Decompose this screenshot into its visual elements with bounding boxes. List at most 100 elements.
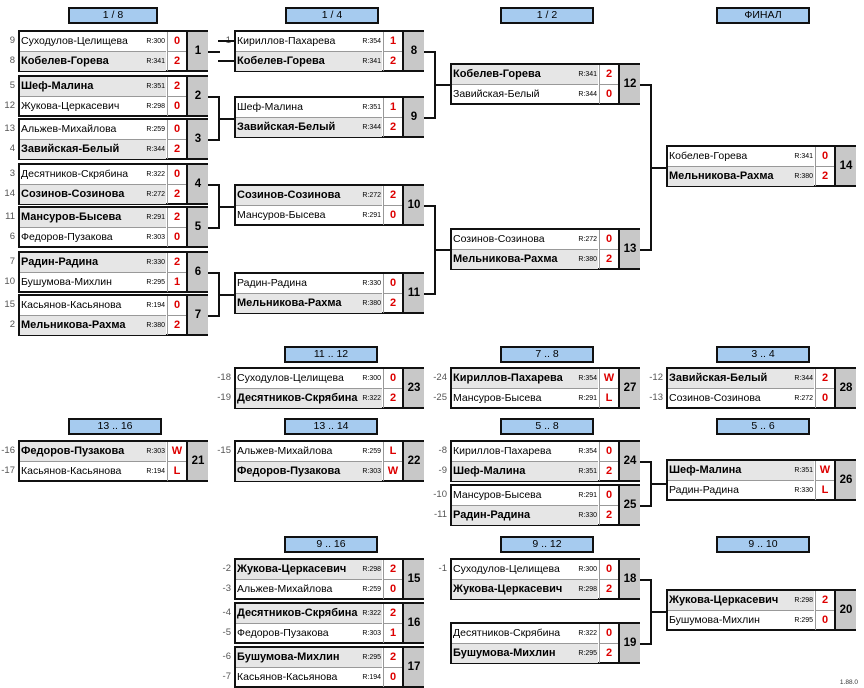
player-rating: R:300 (146, 38, 165, 45)
player-rating: R:380 (792, 173, 813, 180)
bracket-connector (218, 60, 234, 62)
player-score: 0 (383, 668, 402, 687)
player-rating: R:298 (792, 597, 813, 604)
bracket-connector (208, 96, 218, 98)
round-header: 5 .. 8 (500, 418, 594, 435)
player-name: Кириллов-Пахарева (453, 445, 552, 457)
player-score: 2 (599, 250, 618, 269)
player-name: Федоров-Пузакова (237, 627, 329, 639)
seed-number: -19 (217, 392, 231, 403)
player-rating: R:341 (794, 153, 813, 160)
player-row[interactable]: Бушумова-Михлин R:295 (236, 648, 382, 668)
player-name: Бушумова-Михлин (237, 651, 340, 663)
player-rating: R:295 (360, 654, 381, 661)
player-name: Федоров-Пузакова (21, 445, 125, 457)
player-score: 2 (815, 591, 834, 611)
